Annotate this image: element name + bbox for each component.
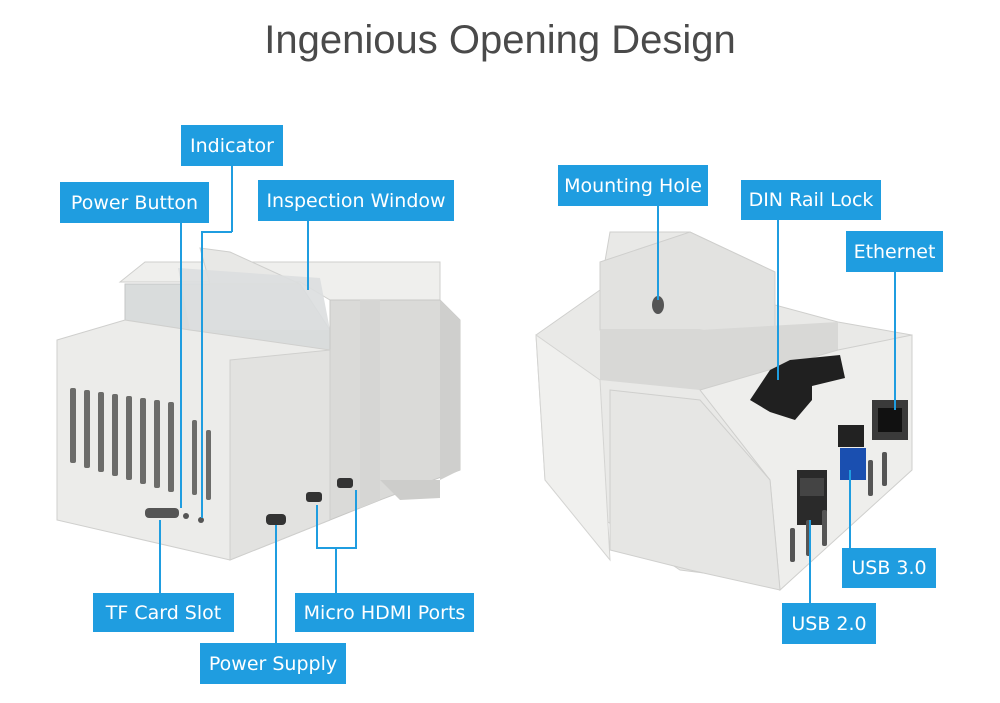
page-title: Ingenious Opening Design [264,18,736,62]
label-usb-2: USB 2.0 [782,603,876,644]
leader-lines [159,166,896,643]
label-ethernet: Ethernet [846,231,943,272]
right-case-image [535,231,913,592]
label-indicator: Indicator [181,125,283,166]
label-micro-hdmi-ports: Micro HDMI Ports [295,593,474,632]
label-usb-3: USB 3.0 [842,548,936,588]
label-inspection-window: Inspection Window [258,180,454,221]
label-power-supply: Power Supply [200,643,346,684]
label-din-rail-lock: DIN Rail Lock [741,180,881,220]
left-case-image [56,247,461,561]
label-tf-card-slot: TF Card Slot [93,593,234,632]
label-mounting-hole: Mounting Hole [558,165,708,206]
label-power-button: Power Button [60,182,209,223]
